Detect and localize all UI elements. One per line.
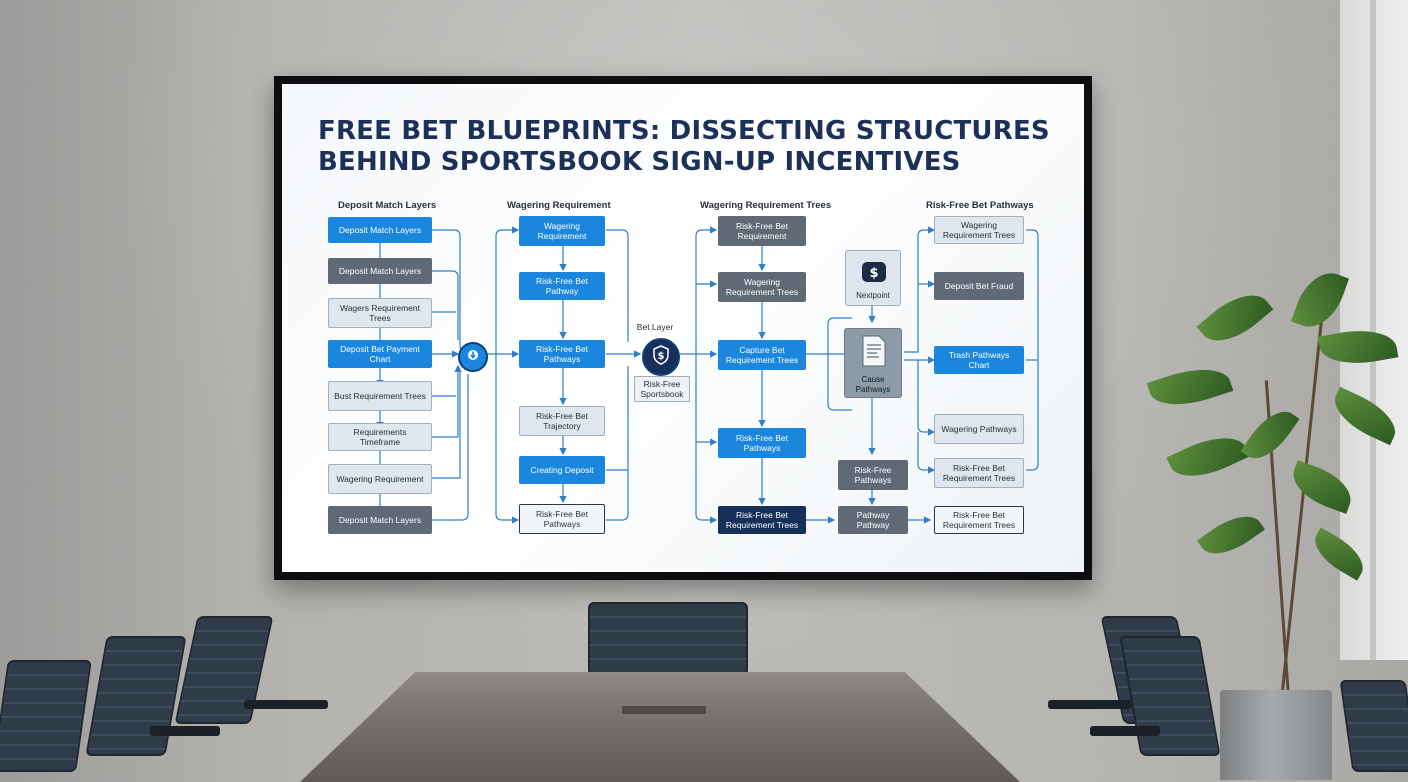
node-risk-free-bet-requirement-trees-f5[interactable]: Risk-Free Bet Requirement Trees bbox=[934, 458, 1024, 488]
node-deposit-match-1[interactable]: Deposit Match Layers bbox=[328, 217, 432, 243]
chair-right-middle bbox=[1090, 636, 1221, 768]
flow-connectors bbox=[376, 226, 1039, 524]
node-risk-free-pathways-e1[interactable]: Risk-Free Pathways bbox=[838, 460, 908, 490]
node-risk-free-bet-pathway[interactable]: Risk-Free Bet Pathway bbox=[519, 272, 605, 300]
chair-left-back bbox=[174, 616, 330, 746]
node-requirements-timeframe[interactable]: Requirements Timeframe bbox=[328, 423, 432, 451]
column-header-risk-free: Risk-Free Bet Pathways bbox=[926, 200, 1034, 211]
node-bust-requirement-trees[interactable]: Bust Requirement Trees bbox=[328, 381, 432, 411]
hub-left[interactable] bbox=[458, 342, 488, 372]
node-wagering-requirement-trees-f1[interactable]: Wagering Requirement Trees bbox=[934, 216, 1024, 244]
node-deposit-match-3[interactable]: Deposit Match Layers bbox=[328, 506, 432, 534]
wall-display-frame: FREE BET BLUEPRINTS: DISSECTING STRUCTUR… bbox=[274, 76, 1092, 580]
card-cause-pathways[interactable]: Cause Pathways bbox=[844, 328, 902, 398]
hub-center-label-top: Bet Layer bbox=[636, 322, 674, 332]
chair-left-front bbox=[0, 660, 92, 772]
column-header-wagering-requirement: Wagering Requirement bbox=[507, 200, 611, 211]
document-icon bbox=[861, 335, 887, 369]
node-trash-pathways-chart[interactable]: Trash Pathways Chart bbox=[934, 346, 1024, 374]
window-mullion bbox=[1370, 0, 1376, 660]
card-cause-pathways-label: Cause Pathways bbox=[855, 375, 891, 394]
node-deposit-bet-payment-chart[interactable]: Deposit Bet Payment Chart bbox=[328, 340, 432, 368]
chair-right-front bbox=[1339, 680, 1408, 772]
node-risk-free-bet-trajectory[interactable]: Risk-Free Bet Trajectory bbox=[519, 406, 605, 436]
node-wagers-requirement-trees[interactable]: Wagers Requirement Trees bbox=[328, 298, 432, 328]
dollar-shield-icon: $ bbox=[652, 344, 670, 370]
slide-title: FREE BET BLUEPRINTS: DISSECTING STRUCTUR… bbox=[318, 116, 1050, 178]
node-risk-free-bet-requirement-trees-d5[interactable]: Risk-Free Bet Requirement Trees bbox=[718, 506, 806, 534]
node-risk-free-bet-pathways-b[interactable]: Risk-Free Bet Pathways bbox=[519, 340, 605, 368]
money-bag-icon: $ bbox=[861, 259, 887, 285]
card-nextpoint[interactable]: $ Nextpoint bbox=[845, 250, 901, 306]
chair-left-middle bbox=[85, 636, 220, 768]
table-cable-port bbox=[622, 706, 706, 714]
node-pathway-pathway[interactable]: Pathway Pathway bbox=[838, 506, 908, 534]
node-risk-free-bet-requirement-trees-f6[interactable]: Risk-Free Bet Requirement Trees bbox=[934, 506, 1024, 534]
node-risk-free-bet-pathways-c[interactable]: Risk-Free Bet Pathways bbox=[519, 504, 605, 534]
card-nextpoint-label: Nextpoint bbox=[856, 291, 890, 300]
chair-right-back bbox=[1048, 616, 1200, 746]
slide-title-line-2: BEHIND SPORTSBOOK SIGN-UP INCENTIVES bbox=[318, 147, 961, 177]
node-creating-deposit[interactable]: Creating Deposit bbox=[519, 456, 605, 484]
hub-center-label-bottom: Risk-Free Sportsbook bbox=[634, 376, 690, 402]
node-wagering-requirement-a[interactable]: Wagering Requirement bbox=[328, 464, 432, 494]
svg-text:$: $ bbox=[869, 266, 878, 281]
column-header-deposit-match: Deposit Match Layers bbox=[338, 200, 437, 211]
node-risk-free-bet-requirement-d1[interactable]: Risk-Free Bet Requirement bbox=[718, 216, 806, 246]
node-wagering-requirement-trees-d2[interactable]: Wagering Requirement Trees bbox=[718, 272, 806, 302]
node-risk-free-bet-pathways-d4[interactable]: Risk-Free Bet Pathways bbox=[718, 428, 806, 458]
chair-center bbox=[588, 602, 748, 676]
hub-center[interactable]: $ bbox=[642, 338, 680, 376]
node-capture-bet-requirement-trees[interactable]: Capture Bet Requirement Trees bbox=[718, 340, 806, 370]
slide-title-line-1: FREE BET BLUEPRINTS: DISSECTING STRUCTUR… bbox=[318, 116, 1050, 146]
svg-text:$: $ bbox=[658, 351, 665, 362]
column-header-wagering-trees: Wagering Requirement Trees bbox=[700, 200, 832, 211]
down-arrow-circle-icon bbox=[467, 348, 479, 366]
presentation-slide: FREE BET BLUEPRINTS: DISSECTING STRUCTUR… bbox=[282, 84, 1084, 572]
plant-pot bbox=[1220, 690, 1332, 780]
node-wagering-pathways[interactable]: Wagering Pathways bbox=[934, 414, 1024, 444]
node-deposit-bet-fraud[interactable]: Deposit Bet Fraud bbox=[934, 272, 1024, 300]
conference-table bbox=[300, 672, 1020, 782]
node-deposit-match-2[interactable]: Deposit Match Layers bbox=[328, 258, 432, 284]
node-wagering-requirement-b[interactable]: Wagering Requirement bbox=[519, 216, 605, 246]
